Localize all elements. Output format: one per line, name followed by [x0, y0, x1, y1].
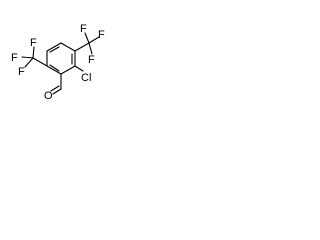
- chlorine-label: Cl: [81, 72, 91, 84]
- fluorine-label: F: [98, 29, 105, 41]
- ring-bond: [60, 42, 76, 52]
- ring-double-bond: [49, 64, 60, 72]
- ring-bond: [60, 65, 76, 75]
- oxygen-label: O: [44, 90, 53, 102]
- fluorine-label: F: [30, 37, 37, 49]
- ring-bond: [46, 65, 62, 75]
- fluorine-label: F: [11, 52, 18, 64]
- bonds: [21, 32, 100, 95]
- aldehyde-co-double: [50, 85, 60, 92]
- molecule-structure: F F F F F F Cl O: [11, 23, 105, 102]
- ring-double-bond: [49, 46, 60, 53]
- cf3-left-f-bond: [21, 56, 34, 59]
- fluorine-label: F: [88, 54, 95, 66]
- ring-bond: [46, 42, 62, 52]
- cf3-left-bond: [32, 57, 48, 67]
- cf3-left-f-bond: [24, 57, 34, 68]
- fluorine-label: F: [80, 23, 87, 35]
- atom-labels: F F F F F F Cl O: [11, 23, 105, 102]
- cf3-left-f-bond: [32, 46, 35, 59]
- chloro-bond: [74, 65, 84, 72]
- aldehyde-co-bond: [52, 88, 62, 95]
- cf3-top-bond: [74, 42, 90, 52]
- fluorine-label: F: [18, 66, 25, 78]
- cf3-top-f-bond: [88, 36, 100, 44]
- cf3-top-f-bond: [88, 42, 93, 55]
- cf3-top-f-bond: [84, 32, 90, 44]
